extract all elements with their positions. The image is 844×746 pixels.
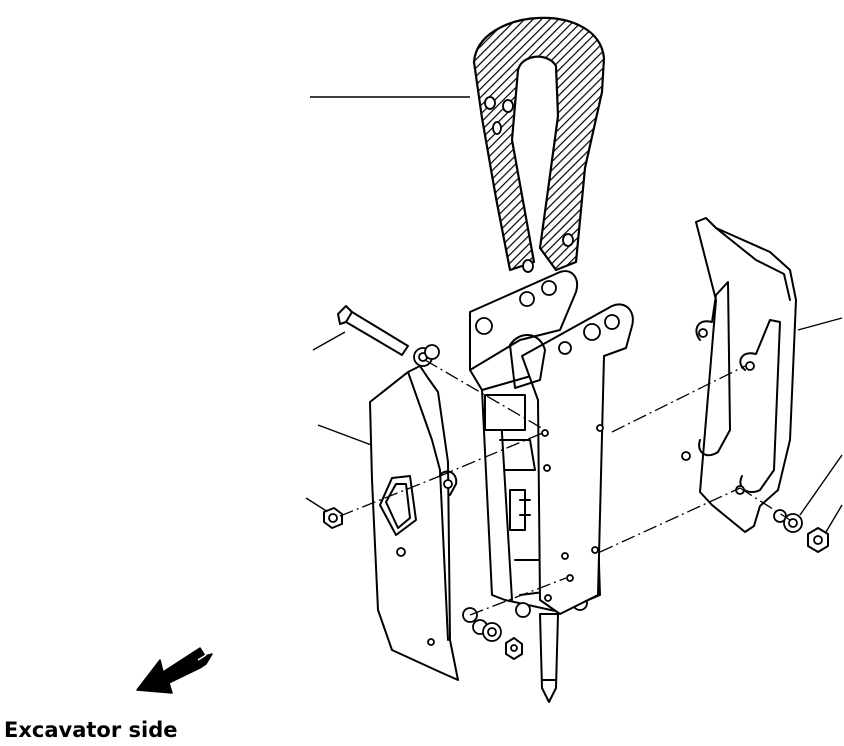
bottom-hardware <box>462 607 523 660</box>
lifting-strap <box>472 16 606 273</box>
arrow-down-left-icon <box>136 645 213 694</box>
assembly-center-lines <box>339 359 791 616</box>
side-cover-left <box>369 365 459 681</box>
excavator-side-label: Excavator side <box>4 718 178 742</box>
side-cover-right <box>681 217 797 533</box>
chisel-tool <box>539 613 559 703</box>
right-hardware <box>773 509 829 553</box>
through-bolt <box>337 305 440 367</box>
nut-left <box>323 507 343 529</box>
bracket-front-plate <box>509 303 634 615</box>
bracket-rear-plate <box>469 270 578 401</box>
